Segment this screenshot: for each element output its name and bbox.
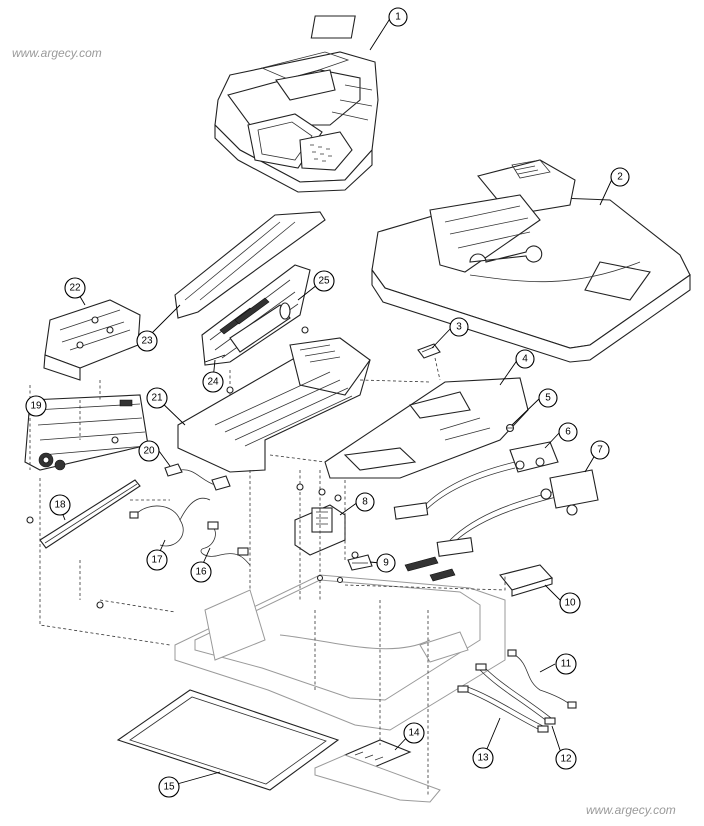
svg-text:19: 19 xyxy=(30,401,42,412)
callout-3: 3 xyxy=(449,317,469,337)
callout-14: 14 xyxy=(403,722,425,744)
part-21-feeder-chute xyxy=(177,337,371,473)
part-17-harness xyxy=(129,497,211,547)
part-20-sensor xyxy=(164,463,231,491)
svg-text:14: 14 xyxy=(408,728,420,739)
callout-19: 19 xyxy=(25,395,47,417)
callout-21: 21 xyxy=(146,387,168,409)
svg-text:13: 13 xyxy=(477,753,489,764)
svg-text:16: 16 xyxy=(195,567,207,578)
part-8-motor-bracket xyxy=(294,504,346,556)
part-18-guide-strip xyxy=(39,479,141,549)
part-7-interface-cable xyxy=(404,469,599,582)
svg-text:7: 7 xyxy=(597,445,603,456)
callout-6: 6 xyxy=(558,422,578,442)
callout-23: 23 xyxy=(136,330,158,352)
callout-18: 18 xyxy=(49,494,71,516)
svg-text:23: 23 xyxy=(141,336,153,347)
svg-text:12: 12 xyxy=(560,754,572,765)
callouts: 1 2 3 4 5 6 7 8 9 10 11 12 13 14 15 16 1… xyxy=(25,7,630,798)
base-frame xyxy=(174,574,506,731)
callout-10: 10 xyxy=(559,592,581,614)
part-25-roller xyxy=(204,302,291,363)
part-12-cable xyxy=(475,663,556,725)
callout-9: 9 xyxy=(376,553,396,573)
callout-1: 1 xyxy=(388,7,408,27)
watermark-bottom: www.argecy.com xyxy=(586,803,676,817)
svg-text:17: 17 xyxy=(151,555,163,566)
svg-text:21: 21 xyxy=(151,393,163,404)
svg-text:5: 5 xyxy=(545,393,551,404)
part-19-roller-assembly xyxy=(24,394,149,471)
svg-text:20: 20 xyxy=(143,446,155,457)
part-16-harness xyxy=(200,521,251,566)
callout-16: 16 xyxy=(190,561,212,583)
svg-text:24: 24 xyxy=(207,377,219,388)
svg-text:25: 25 xyxy=(318,276,330,287)
part-3-clip xyxy=(417,343,441,359)
part-5-screw xyxy=(505,423,515,433)
assembly-lines xyxy=(29,357,506,795)
callout-25: 25 xyxy=(313,270,335,292)
svg-text:9: 9 xyxy=(383,558,389,569)
callout-17: 17 xyxy=(146,549,168,571)
svg-text:3: 3 xyxy=(456,322,462,333)
callout-4: 4 xyxy=(515,349,535,369)
part-11-cable xyxy=(507,649,577,709)
svg-text:6: 6 xyxy=(565,427,571,438)
callout-11: 11 xyxy=(555,653,577,675)
svg-text:1: 1 xyxy=(395,12,401,23)
callout-15: 15 xyxy=(158,776,180,798)
callout-12: 12 xyxy=(555,748,577,770)
bottom-bracket xyxy=(314,754,441,803)
part-1-scanner-assembly xyxy=(214,15,379,193)
callout-13: 13 xyxy=(472,747,494,769)
callout-7: 7 xyxy=(590,440,610,460)
callout-24: 24 xyxy=(202,371,224,393)
part-15-platen-glass xyxy=(116,689,340,791)
part-4-tray-cover xyxy=(324,377,529,479)
screws xyxy=(26,326,359,609)
svg-text:11: 11 xyxy=(561,659,572,670)
part-2-adf-unit xyxy=(371,159,691,363)
part-6-interface-cable xyxy=(393,441,559,520)
svg-text:18: 18 xyxy=(54,500,66,511)
svg-text:22: 22 xyxy=(69,283,81,294)
callout-5: 5 xyxy=(538,388,558,408)
svg-text:15: 15 xyxy=(163,782,175,793)
part-22-frame xyxy=(43,299,141,381)
svg-text:2: 2 xyxy=(617,172,623,183)
svg-text:4: 4 xyxy=(522,354,528,365)
part-9-connector xyxy=(347,554,373,571)
callout-8: 8 xyxy=(355,492,375,512)
part-23-upper-cover xyxy=(174,211,326,319)
svg-text:10: 10 xyxy=(564,598,576,609)
part-13-cable xyxy=(457,685,549,733)
watermark-top: www.argecy.com xyxy=(12,46,102,60)
callout-20: 20 xyxy=(138,440,160,462)
callout-2: 2 xyxy=(610,167,630,187)
callout-22: 22 xyxy=(64,277,86,299)
svg-text:8: 8 xyxy=(362,497,368,508)
part-10-bracket xyxy=(499,564,554,597)
